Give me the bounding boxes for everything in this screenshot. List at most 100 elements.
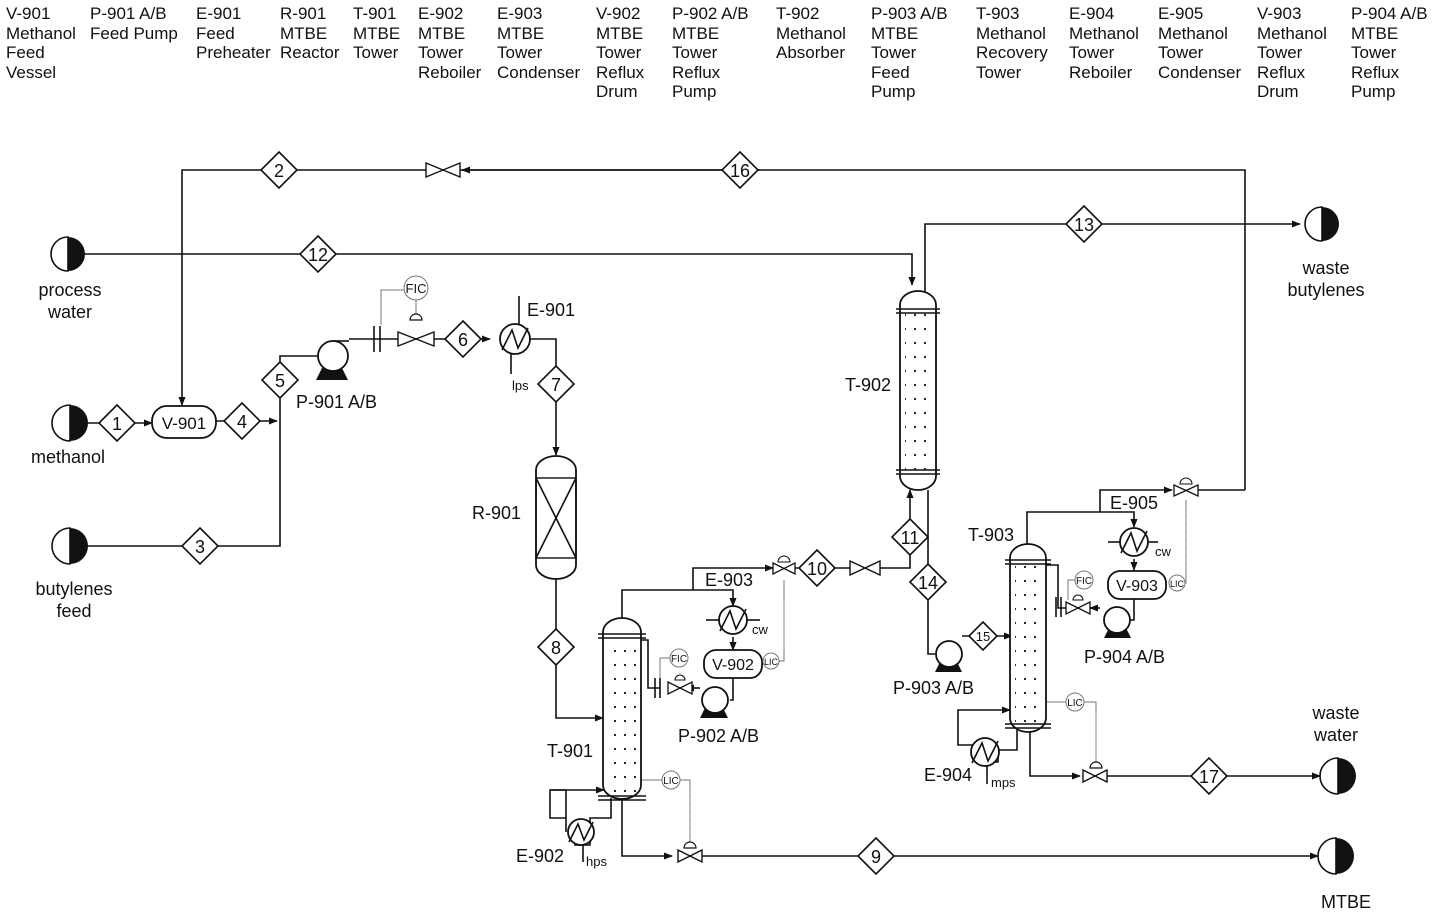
level-valve-stream-16 [1173,477,1199,498]
legend-description-line: Condenser [1158,62,1242,82]
stream-14-marker: 14 [908,562,948,602]
legend-description-line: MTBE [596,23,644,43]
legend-tag: P-902 A/B [672,4,749,23]
instrument-tag: FIC [1076,576,1092,587]
utility-label: cw [752,622,769,637]
pump-p902: P-902 A/B [678,686,759,746]
legend-description-line: Reflux [1257,62,1306,82]
heat-exchanger-e905: E-905 cw [1108,493,1172,559]
legend-description-line: Methanol [976,23,1046,43]
legend-description-line: Tower [871,43,917,63]
instrument-tag: LIC [1067,698,1083,709]
legend-tag: E-904 [1069,4,1115,23]
equipment-tag: T-901 [547,741,593,761]
legend-description-line: Reflux [672,62,721,82]
legend-description-line: Methanol [776,23,846,43]
legend-tag: E-901 [196,4,242,23]
legend-tag: R-901 [280,4,327,23]
legend-description-line: Methanol [1069,23,1139,43]
legend-description-line: MTBE [280,23,328,43]
legend-description-line: Tower [353,43,399,63]
stream-13-marker: 13 [1064,204,1104,244]
utility-label: lps [512,378,529,393]
stream-12-marker: 12 [298,234,338,274]
stream-number: 2 [274,161,284,181]
product-terminal-waste-butylenes: waste butylenes [1287,206,1365,300]
equipment-tag: R-901 [472,503,521,523]
legend-description-line: Preheater [196,43,271,63]
legend-tag: E-903 [497,4,543,23]
equipment-tag: E-904 [924,765,972,785]
legend-description-line: Pump [871,82,916,102]
utility-label: hps [586,854,607,869]
legend-description-line: Reflux [1351,62,1400,82]
tower-t903: T-903 [968,525,1051,733]
flow-control-loop-t901-reflux: FIC [654,648,693,698]
legend-description-line: Vessel [6,62,57,82]
legend-description-line: Feed [6,43,45,63]
product-label-line: MTBE [1321,892,1371,912]
legend-description-line: MTBE [871,23,919,43]
legend-tag: T-902 [776,4,820,23]
stream-number: 9 [871,847,881,867]
heat-exchanger-e903: E-903 cw [705,570,769,637]
heat-exchanger-e901: E-901 lps [499,296,575,393]
legend-description-line: Reboiler [418,62,482,82]
legend-description-line: Feed [196,23,235,43]
stream-7-marker: 7 [536,364,576,404]
equipment-tag: P-901 A/B [296,392,377,412]
stream-2-marker: 2 [259,150,299,190]
legend-description-line: Tower [418,43,464,63]
stream-16-marker: 16 [720,150,760,190]
legend-description-line: Tower [497,43,543,63]
legend-description-line: Tower [1257,43,1303,63]
equipment-tag: V-901 [162,414,206,433]
legend-description-line: Reactor [280,43,340,63]
equipment-tag: E-903 [705,570,753,590]
legend-description-line: Condenser [497,62,581,82]
legend-tag: T-903 [976,4,1020,23]
equipment-tag: P-903 A/B [893,678,974,698]
legend-description-line: Drum [596,82,638,102]
legend-tag: P-904 A/B [1351,4,1428,23]
instrument-tag: FIC [406,281,427,296]
stream-11-marker: 11 [890,517,930,557]
feed-label-line: methanol [31,447,105,467]
tower-t902: T-902 [845,290,940,491]
equipment-tag: T-902 [845,375,891,395]
instrument-tag: LIC [1170,579,1185,589]
legend-description-line: MTBE [497,23,545,43]
stream-8-marker: 8 [536,627,576,667]
legend-description-line: Reflux [596,62,645,82]
legend-description-line: Absorber [776,43,845,63]
legend-description-line: Tower [1158,43,1204,63]
legend-description-line: Recovery [976,43,1048,63]
equipment-tag: E-905 [1110,493,1158,513]
stream-number: 17 [1199,767,1219,787]
equipment-tag: E-902 [516,846,564,866]
pump-p904: P-904 A/B [1084,606,1165,667]
legend-description-line: Pump [1351,82,1396,102]
equipment-tag: P-904 A/B [1084,647,1165,667]
equipment-tag: T-903 [968,525,1014,545]
stream-number: 11 [901,528,920,548]
equipment-tag: P-902 A/B [678,726,759,746]
stream-4-marker: 4 [222,401,262,441]
level-valve-stream-10 [772,555,796,576]
legend-description-line: Methanol [1158,23,1228,43]
stream-number: 1 [112,414,122,434]
valve-stream-11 [849,559,881,577]
flow-control-loop-t903-reflux: FIC [1055,570,1094,617]
product-label-line: butylenes [1287,280,1364,300]
